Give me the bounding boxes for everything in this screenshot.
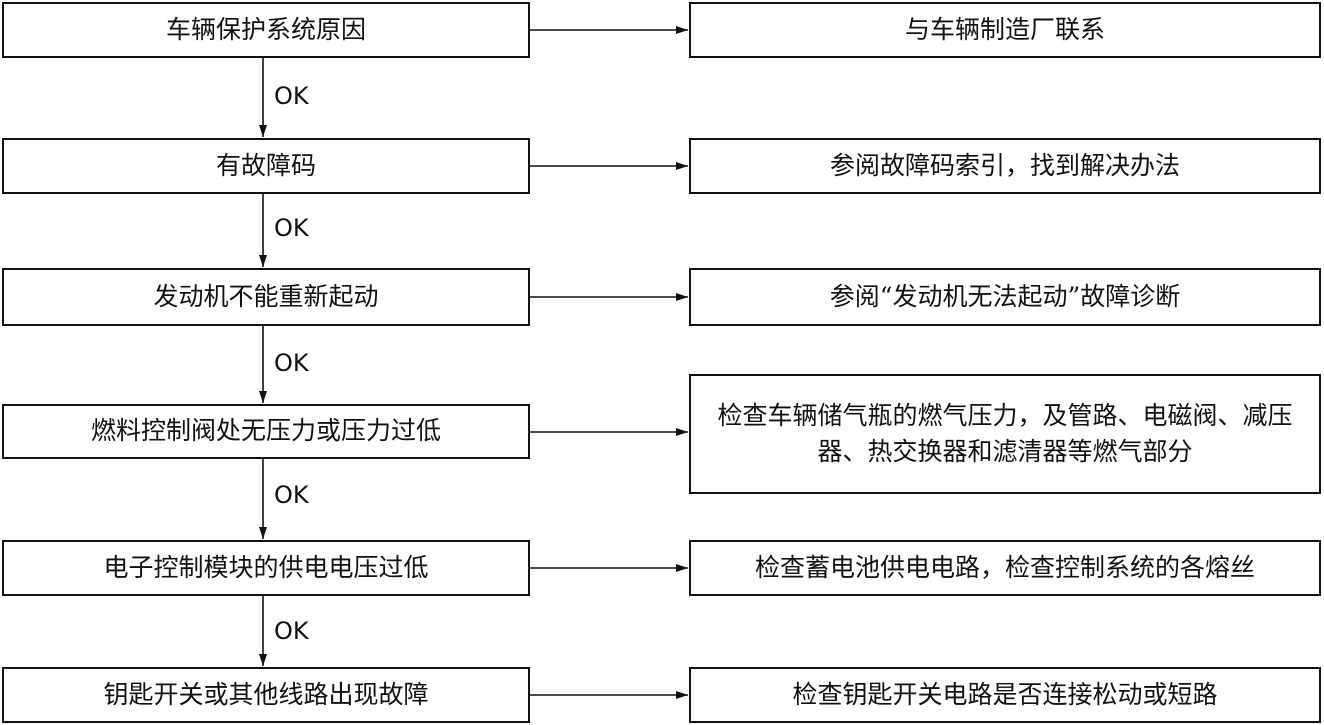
condition-text: 燃料控制阀处无压力或压力过低 [90,416,441,446]
action-text: 检查车辆储气瓶的燃气压力，及管路、电磁阀、减压器、热交换器和滤清器等燃气部分 [717,400,1293,466]
action-box-fault-code-index: 参阅故障码索引，找到解决办法 [689,138,1321,194]
condition-box-key-switch: 钥匙开关或其他线路出现故障 [2,667,530,723]
action-text: 与车辆制造厂联系 [904,14,1105,44]
condition-box-ecm-voltage: 电子控制模块的供电电压过低 [2,540,530,596]
condition-text: 发动机不能重新起动 [153,281,379,311]
condition-text: 车辆保护系统原因 [165,14,366,44]
action-text: 参阅“发动机无法起动”故障诊断 [829,281,1181,311]
ok-label-5: OK [274,617,309,645]
action-box-contact-manufacturer: 与车辆制造厂联系 [689,2,1321,58]
action-text: 检查钥匙开关电路是否连接松动或短路 [792,679,1218,709]
condition-box-fuel-pressure: 燃料控制阀处无压力或压力过低 [2,404,530,459]
action-box-check-gas-system: 检查车辆储气瓶的燃气压力，及管路、电磁阀、减压器、热交换器和滤清器等燃气部分 [689,374,1321,494]
condition-box-fault-code: 有故障码 [2,138,530,194]
condition-text: 电子控制模块的供电电压过低 [103,552,429,582]
action-box-check-battery-fuses: 检查蓄电池供电电路，检查控制系统的各熔丝 [689,540,1321,596]
condition-text: 钥匙开关或其他线路出现故障 [103,679,429,709]
action-text: 参阅故障码索引，找到解决办法 [829,150,1180,180]
action-text: 检查蓄电池供电电路，检查控制系统的各熔丝 [754,552,1255,582]
condition-box-engine-no-restart: 发动机不能重新起动 [2,268,530,326]
ok-label-3: OK [274,349,309,377]
condition-text: 有故障码 [215,150,316,180]
action-box-no-start-diagnosis: 参阅“发动机无法起动”故障诊断 [689,268,1321,326]
condition-box-vehicle-protection: 车辆保护系统原因 [2,2,530,58]
action-box-check-key-circuit: 检查钥匙开关电路是否连接松动或短路 [689,667,1321,723]
ok-label-4: OK [274,481,309,509]
ok-label-2: OK [274,214,309,242]
ok-label-1: OK [274,82,309,110]
